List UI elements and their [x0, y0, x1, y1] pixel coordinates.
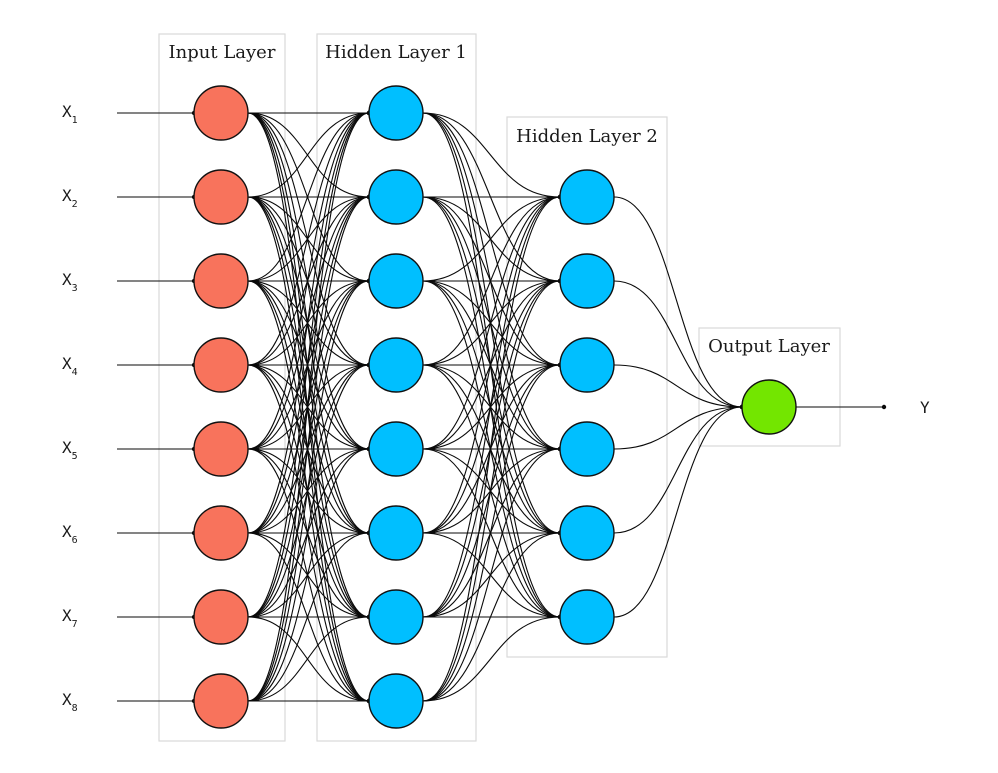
- input-labels: X1 X2 X3 X4 X5 X6 X7 X8: [62, 102, 78, 714]
- connection-edge: [247, 196, 372, 620]
- connection-edge: [247, 110, 372, 450]
- input-layer-title: Input Layer: [169, 42, 276, 63]
- connection-edge: [247, 110, 372, 534]
- connection-edge: [613, 404, 745, 450]
- connection-edge: [613, 404, 745, 534]
- hidden2-node-3: [559, 337, 615, 393]
- connection-edge: [422, 362, 563, 702]
- output-node-1: [741, 379, 797, 435]
- connection-edge: [247, 278, 372, 702]
- input-label-x1: X1: [62, 102, 78, 126]
- connection-edge: [247, 110, 372, 282]
- connection-edge: [613, 196, 745, 410]
- connection-edge: [422, 194, 563, 450]
- connection-edge: [422, 194, 563, 702]
- connection-edge: [422, 194, 563, 366]
- input-node-3: [193, 253, 249, 309]
- input-label-x5: X5: [62, 438, 78, 462]
- input-node-2: [193, 169, 249, 225]
- hidden1-node-1: [368, 85, 424, 141]
- hidden1-node-7: [368, 589, 424, 645]
- hidden1-node-8: [368, 673, 424, 729]
- hidden-layer-2-title: Hidden Layer 2: [516, 126, 658, 147]
- connection-edge: [422, 364, 563, 452]
- connection-edge: [422, 614, 563, 702]
- connection-edge: [422, 112, 563, 200]
- output-layer-box: [698, 327, 841, 447]
- input-node-5: [193, 421, 249, 477]
- connection-edge: [613, 364, 745, 410]
- input-node-8: [193, 673, 249, 729]
- input-label-x3: X3: [62, 270, 78, 294]
- connection-edge: [422, 194, 563, 282]
- input-label-x6: X6: [62, 522, 78, 546]
- connection-edge: [247, 110, 372, 702]
- connection-edge: [422, 196, 563, 620]
- connection-edge: [422, 362, 563, 450]
- connection-edge: [247, 280, 372, 704]
- output-label-y: Y: [920, 398, 930, 417]
- connection-edge: [422, 530, 563, 702]
- connection-edge: [247, 110, 372, 366]
- connection-edge: [422, 446, 563, 702]
- hidden1-node-5: [368, 421, 424, 477]
- connection-edge: [247, 194, 372, 702]
- hidden1-node-6: [368, 505, 424, 561]
- input-layer-box: [158, 33, 286, 742]
- hidden2-node-5: [559, 505, 615, 561]
- hidden2-node-1: [559, 169, 615, 225]
- connection-edge: [613, 280, 745, 410]
- hidden1-node-4: [368, 337, 424, 393]
- hidden2-node-4: [559, 421, 615, 477]
- hidden1-node-2: [368, 169, 424, 225]
- hidden-layer-1-title: Hidden Layer 1: [325, 42, 467, 63]
- connection-edge: [247, 194, 372, 618]
- connection-edge: [422, 278, 563, 702]
- connection-edge: [613, 404, 745, 618]
- input-node-4: [193, 337, 249, 393]
- input-label-x8: X8: [62, 690, 78, 714]
- input-label-x2: X2: [62, 186, 78, 210]
- connection-edge: [247, 112, 372, 536]
- hidden2-node-2: [559, 253, 615, 309]
- connections: [117, 110, 887, 704]
- connection-edge: [422, 194, 563, 618]
- input-label-x7: X7: [62, 606, 78, 630]
- input-node-6: [193, 505, 249, 561]
- connection-edge: [247, 446, 372, 702]
- hidden2-node-6: [559, 589, 615, 645]
- connection-edge: [247, 110, 372, 198]
- hidden1-node-3: [368, 253, 424, 309]
- connection-edge: [247, 362, 372, 702]
- output-layer-title: Output Layer: [708, 336, 830, 357]
- hidden-layer-2-box: [506, 116, 668, 658]
- nodes: [193, 85, 797, 729]
- connection-edge: [247, 110, 372, 618]
- connection-edge: [247, 614, 372, 702]
- connection-edge: [422, 194, 563, 534]
- input-label-x4: X4: [62, 354, 78, 378]
- connection-edge: [422, 112, 563, 536]
- connection-edge: [247, 530, 372, 702]
- input-node-1: [193, 85, 249, 141]
- input-node-7: [193, 589, 249, 645]
